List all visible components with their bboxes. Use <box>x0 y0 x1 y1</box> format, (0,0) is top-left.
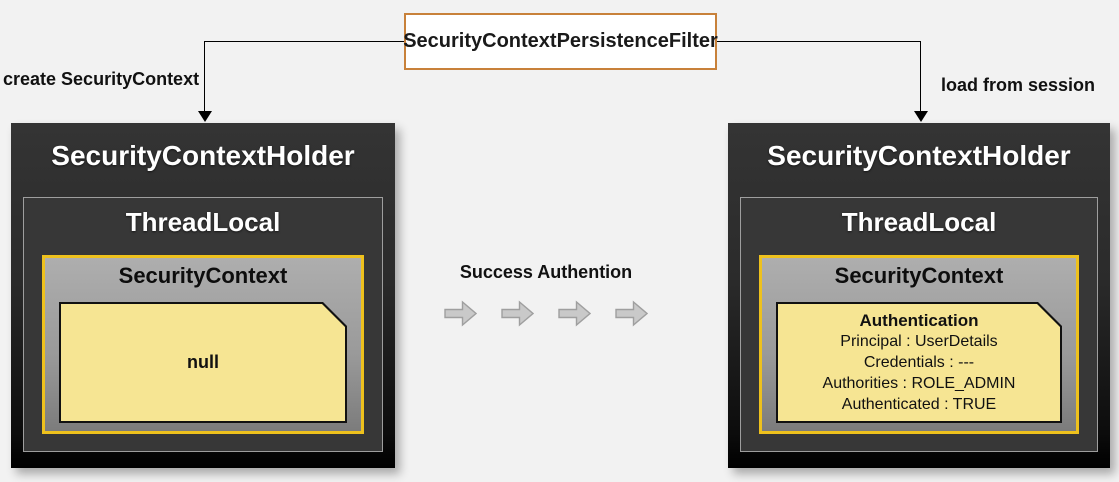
security-context-box: SecurityContext null <box>42 255 364 434</box>
right-block-arrow-icon <box>444 300 477 327</box>
authorities-line: Authorities : ROLE_ADMIN <box>822 375 1016 392</box>
right-block-arrow-icon <box>558 300 591 327</box>
connector-left-vertical <box>204 41 205 113</box>
security-context-holder-right: SecurityContextHolder ThreadLocal Securi… <box>728 123 1110 468</box>
thread-local-box: ThreadLocal SecurityContext null <box>23 197 383 452</box>
flow-arrows <box>444 300 648 327</box>
security-context-holder-left: SecurityContextHolder ThreadLocal Securi… <box>11 123 395 468</box>
authentication-note-null: null <box>59 302 347 423</box>
principal-line: Principal : UserDetails <box>840 333 998 350</box>
holder-title: SecurityContextHolder <box>51 140 355 171</box>
connector-right-vertical <box>920 41 921 113</box>
connector-left-horizontal <box>204 41 404 42</box>
thread-local-title: ThreadLocal <box>125 207 281 237</box>
create-security-context-label: create SecurityContext <box>3 69 200 89</box>
security-context-title: SecurityContext <box>118 263 288 288</box>
right-block-arrow-icon <box>615 300 648 327</box>
authentication-note-filled: Authentication Principal : UserDetails C… <box>776 302 1062 423</box>
authenticated-line: Authenticated : TRUE <box>841 396 997 413</box>
note-body: null <box>61 304 345 421</box>
load-from-session-label: load from session <box>941 75 1096 95</box>
credentials-line: Credentials : --- <box>863 354 975 371</box>
arrowhead-down-right-icon <box>914 111 928 122</box>
security-context-box: SecurityContext Authentication Principal… <box>759 255 1079 434</box>
arrowhead-down-left-icon <box>198 111 212 122</box>
security-context-title: SecurityContext <box>834 263 1004 288</box>
thread-local-box: ThreadLocal SecurityContext Authenticati… <box>740 197 1098 452</box>
thread-local-title: ThreadLocal <box>841 207 997 237</box>
right-block-arrow-icon <box>501 300 534 327</box>
security-context-persistence-filter-box: SecurityContextPersistenceFilter <box>403 13 718 70</box>
success-authention-label: Success Authention <box>459 262 633 282</box>
note-null-value: null <box>187 352 219 372</box>
connector-right-horizontal <box>717 41 920 42</box>
authentication-title: Authentication <box>859 311 979 330</box>
filter-box-label: SecurityContextPersistenceFilter <box>403 30 718 52</box>
note-body: Authentication Principal : UserDetails C… <box>778 304 1060 421</box>
holder-title: SecurityContextHolder <box>767 140 1071 171</box>
